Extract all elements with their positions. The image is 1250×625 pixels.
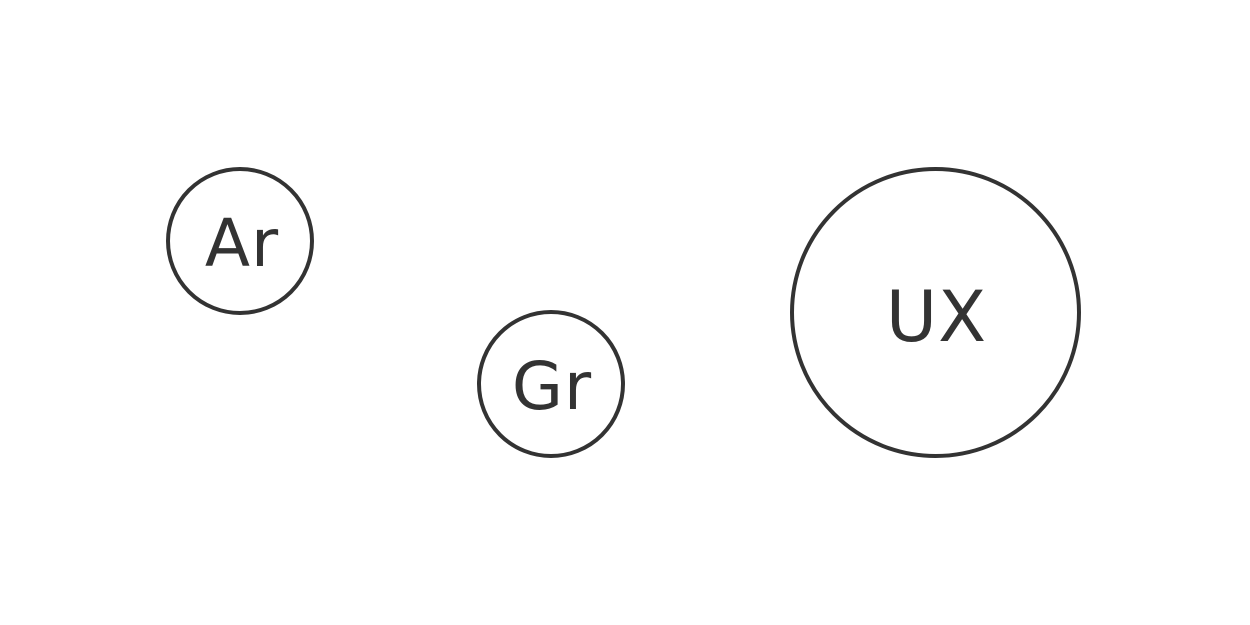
- node-ar-label: Ar: [204, 205, 280, 282]
- node-ar-circle: Ar: [166, 167, 314, 315]
- node-ux-label: UX: [885, 275, 988, 358]
- node-gr-circle: Gr: [477, 310, 625, 458]
- node-gr-label: Gr: [511, 348, 593, 425]
- node-ux-circle: UX: [790, 167, 1081, 458]
